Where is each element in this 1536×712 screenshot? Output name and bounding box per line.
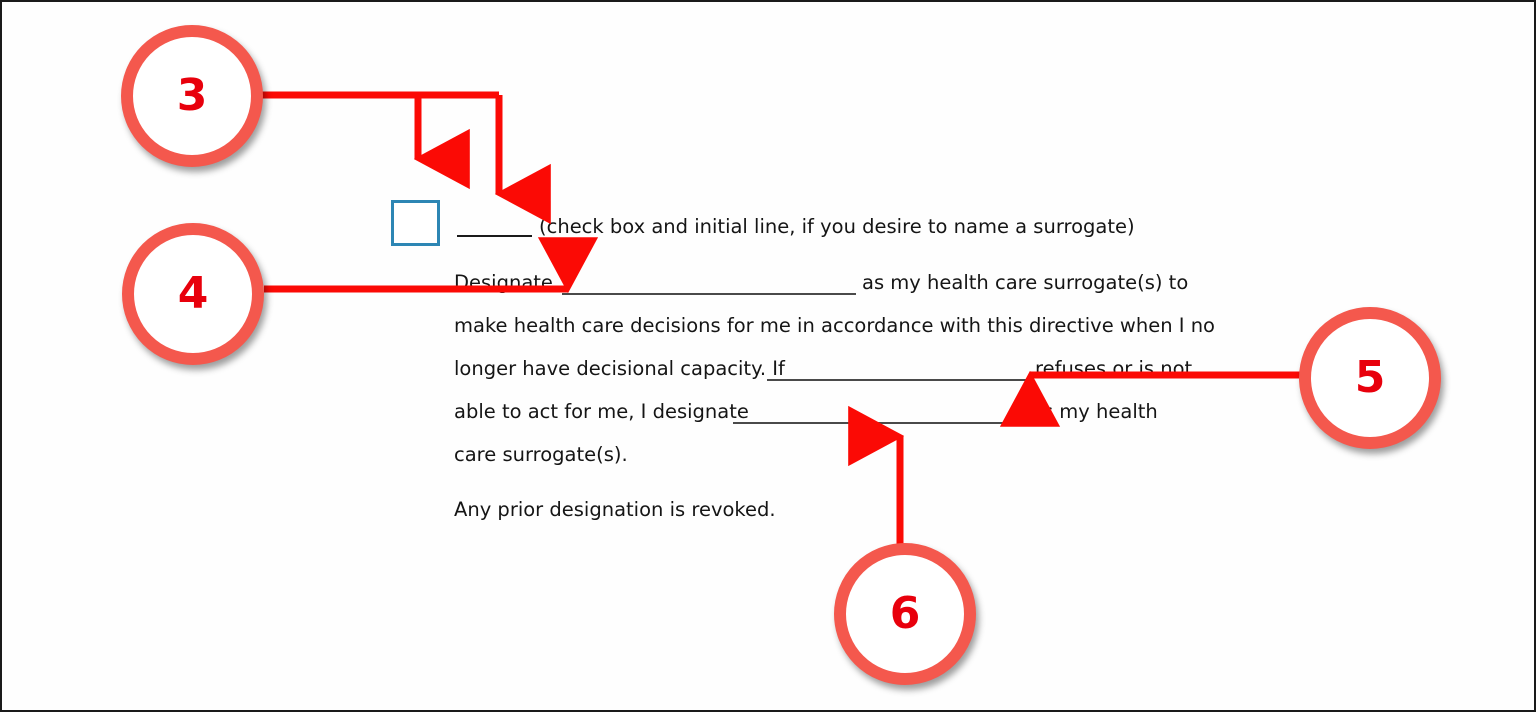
paragraph-line-4-before: able to act for me, I designate: [454, 400, 749, 423]
paragraph-line-1-before: Designate: [454, 271, 553, 294]
callout-3[interactable]: 3: [121, 25, 263, 167]
closing-line: Any prior designation is revoked.: [454, 498, 776, 521]
callout-5[interactable]: 5: [1299, 307, 1441, 449]
callout-3-number: 3: [176, 70, 208, 121]
paragraph-line-3-before: longer have decisional capacity. If: [454, 357, 785, 380]
designate-surrogate-blank[interactable]: [562, 293, 856, 295]
checkbox-instruction-text: (check box and initial line, if you desi…: [539, 215, 1135, 238]
paragraph-line-2: make health care decisions for me in acc…: [454, 314, 1215, 337]
callout-6[interactable]: 6: [834, 543, 976, 685]
callout-6-number: 6: [889, 588, 921, 639]
alternate-surrogate-blank[interactable]: [733, 422, 1026, 424]
if-surrogate-refuses-blank[interactable]: [767, 379, 1033, 381]
initial-line-rule[interactable]: [457, 235, 532, 237]
callout-4[interactable]: 4: [122, 223, 264, 365]
paragraph-line-3-after: refuses or is not: [1035, 357, 1193, 380]
arrow-callout-3: [260, 91, 551, 225]
surrogate-checkbox[interactable]: [391, 200, 440, 246]
callout-4-number: 4: [177, 268, 209, 319]
paragraph-line-4-after: as my health: [1031, 400, 1158, 423]
callout-5-number: 5: [1354, 352, 1386, 403]
paragraph-line-1-after: as my health care surrogate(s) to: [862, 271, 1189, 294]
paragraph-line-5: care surrogate(s).: [454, 443, 628, 466]
